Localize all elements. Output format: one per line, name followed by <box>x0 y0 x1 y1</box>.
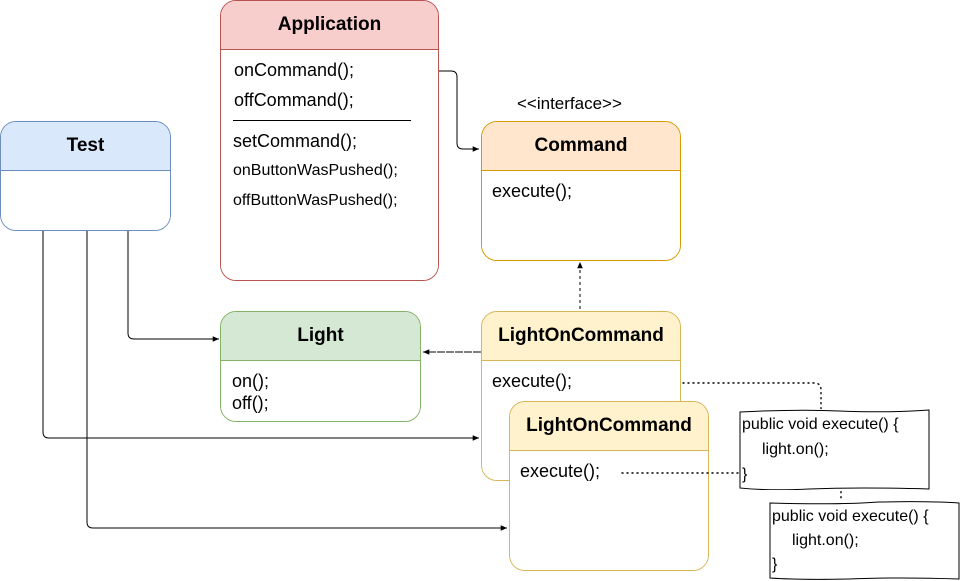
note-code-line: public void execute() { <box>742 416 899 433</box>
application-method: onButtonWasPushed(); <box>233 162 398 179</box>
test-class-box: Test <box>0 121 171 231</box>
note-code-line: } <box>742 466 748 483</box>
note-code-line: public void execute() { <box>772 508 929 525</box>
light-on-command-class-name: LightOnCommand <box>526 415 692 436</box>
application-method: setCommand(); <box>233 131 358 151</box>
note-code-line: light.on(); <box>762 441 829 458</box>
light-method: off(); <box>232 393 269 413</box>
note-border <box>769 501 960 580</box>
note-code-line: } <box>772 556 778 573</box>
light-on-command-method: execute(); <box>520 461 601 481</box>
application-method: offCommand(); <box>234 90 354 110</box>
interface-stereotype: <<interface>> <box>517 94 622 113</box>
application-divider <box>233 120 411 121</box>
test-class-name: Test <box>66 135 105 156</box>
application-method: offButtonWasPushed(); <box>233 192 398 209</box>
application-class-name: Application <box>277 14 382 35</box>
note-code-line: light.on(); <box>792 532 859 549</box>
test-to-light-arrow <box>127 231 219 342</box>
application-to-command-arrow <box>439 70 479 152</box>
code-note-2: public void execute() { light.on(); } <box>769 501 960 580</box>
light-on-command-class-box: LightOnCommand <box>509 401 709 571</box>
command-method: execute(); <box>492 181 573 201</box>
code-note-1: public void execute() { light.on(); } <box>739 409 930 490</box>
light-on-command-method: execute(); <box>492 371 573 391</box>
light-class-name: Light <box>297 325 344 346</box>
command-interface-box: Command <box>481 121 681 261</box>
light-on-command-class-name: LightOnCommand <box>498 325 664 346</box>
application-method: onCommand(); <box>234 60 355 80</box>
command-class-name: Command <box>534 135 628 156</box>
light-method: on(); <box>232 371 270 391</box>
